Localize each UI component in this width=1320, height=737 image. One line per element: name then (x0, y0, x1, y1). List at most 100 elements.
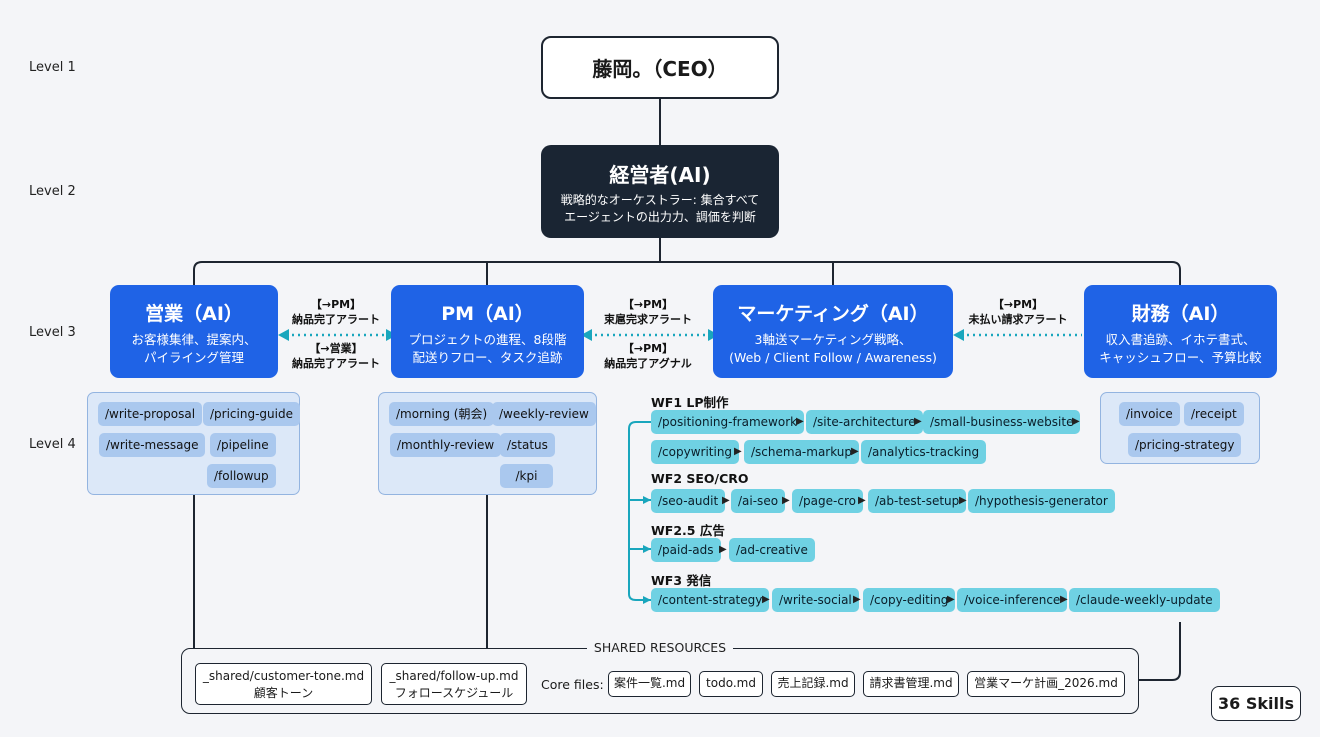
skill-chip[interactable]: /voice-inference (957, 588, 1068, 612)
skill-chip[interactable]: /claude-weekly-update (1069, 588, 1220, 612)
alert-tag: 【→PM】 (310, 298, 362, 311)
finance-skills-panel: /invoice /receipt /pricing-strategy (1100, 392, 1260, 464)
skill-chip[interactable]: /ai-seo (731, 489, 786, 513)
skill-chip[interactable]: /positioning-framework (651, 410, 805, 434)
level-1-label: Level 1 (29, 60, 76, 75)
skill-chip[interactable]: /pricing-guide (203, 402, 300, 426)
core-file[interactable]: 売上記録.md (771, 671, 855, 697)
skill-chip[interactable]: /morning (朝会) (389, 402, 495, 426)
pm-title: PM（AI） (441, 303, 534, 325)
skill-chip[interactable]: /copywriting (651, 440, 740, 464)
executive-title: 経営者(AI) (609, 163, 711, 187)
pm-desc-line1: プロジェクトの進程、8段階 (408, 332, 567, 347)
skill-chip[interactable]: /content-strategy (651, 588, 770, 612)
alert-tag: 【→PM】 (622, 342, 674, 355)
alert-text: 納品完了アラート (292, 357, 380, 370)
marketing-desc-line1: 3軸送マーケティング戦略、 (754, 332, 912, 347)
shared-file-follow-up[interactable]: _shared/follow-up.md フォロースケジュール (381, 663, 527, 705)
ceo-label: 藤岡。（CEO） (592, 57, 728, 81)
shared-file-customer-tone[interactable]: _shared/customer-tone.md 顧客トーン (195, 663, 372, 705)
skill-chip[interactable]: /copy-editing (863, 588, 956, 612)
marketing-desc-line2: (Web / Client Follow / Awareness) (729, 350, 937, 365)
skill-chip[interactable]: /write-message (99, 433, 206, 457)
alert-pm-marketing-top: 【→PM】 束扈完求アラート (594, 297, 702, 327)
sales-title: 営業（AI） (145, 303, 243, 325)
finance-title: 財務（AI） (1131, 303, 1230, 325)
arrow-right-icon: ▶ (782, 495, 790, 506)
skill-chip[interactable]: /page-cro (792, 489, 863, 513)
executive-ai-node: 経営者(AI) 戦略的なオーケストラー: 集合すべて エージェントの出力力、調価… (541, 145, 779, 238)
file-desc: 顧客トーン (253, 686, 314, 700)
finance-desc-line2: キャッシュフロー、予算比較 (1099, 350, 1262, 365)
arrow-right-icon: ▶ (947, 594, 955, 605)
file-desc: フォロースケジュール (394, 686, 514, 700)
skill-chip[interactable]: /followup (207, 464, 276, 488)
alert-sales-pm-bottom: 【→営業】 納品完了アラート (282, 341, 390, 371)
pm-skills-panel: /morning (朝会) /weekly-review /monthly-re… (378, 392, 597, 495)
arrow-right-icon: ▶ (719, 544, 727, 555)
skill-chip[interactable]: /weekly-review (492, 402, 596, 426)
skill-chip[interactable]: /schema-markup (744, 440, 860, 464)
marketing-ai-node: マーケティング（AI） 3軸送マーケティング戦略、 (Web / Client … (713, 285, 953, 378)
skill-chip[interactable]: /kpi (500, 464, 553, 488)
alert-text: 納品完了アラート (292, 313, 380, 326)
skill-chip[interactable]: /hypothesis-generator (968, 489, 1115, 513)
core-file[interactable]: 営業マーケ計画_2026.md (967, 671, 1125, 697)
skill-chip[interactable]: /seo-audit (651, 489, 726, 513)
skill-chip[interactable]: /analytics-tracking (861, 440, 987, 464)
arrow-right-icon: ▶ (1060, 594, 1068, 605)
pm-desc-line2: 配送りフロー、タスク追跡 (412, 350, 563, 365)
workflow-title: WF3 発信 (651, 573, 712, 588)
core-files-label: Core files: (541, 677, 604, 692)
level-3-label: Level 3 (29, 325, 76, 340)
level-2-label: Level 2 (29, 184, 76, 199)
level-4-label: Level 4 (29, 437, 76, 452)
alert-sales-pm-top: 【→PM】 納品完了アラート (282, 297, 390, 327)
skill-chip[interactable]: /status (500, 433, 555, 457)
arrow-right-icon: ▶ (853, 594, 861, 605)
alert-text: 束扈完求アラート (604, 313, 692, 326)
sales-desc-line1: お客様集律、提案内、 (131, 332, 257, 347)
finance-ai-node: 財務（AI） 収入書追跡、イホテ書式、 キャッシュフロー、予算比較 (1084, 285, 1277, 378)
arrow-right-icon: ▶ (1072, 416, 1080, 427)
arrow-right-icon: ▶ (959, 495, 967, 506)
file-name: _shared/customer-tone.md (202, 669, 365, 683)
skill-chip[interactable]: /pipeline (210, 433, 276, 457)
core-file[interactable]: 請求書管理.md (863, 671, 959, 697)
skill-chip[interactable]: /monthly-review (390, 433, 502, 457)
skill-chip[interactable]: /write-proposal (98, 402, 203, 426)
arrow-right-icon: ▶ (734, 446, 742, 457)
file-name: _shared/follow-up.md (389, 669, 519, 683)
alert-marketing-finance: 【→PM】 未払い請求アラート (962, 297, 1074, 327)
skill-chip[interactable]: /pricing-strategy (1128, 433, 1242, 457)
skill-chip[interactable]: /small-business-website (923, 410, 1081, 434)
arrow-right-icon: ▶ (914, 416, 922, 427)
skill-chip[interactable]: /site-architecture (806, 410, 923, 434)
shared-resources-title: SHARED RESOURCES (587, 640, 733, 655)
alert-text: 納品完了アグナル (604, 357, 692, 370)
arrow-right-icon: ▶ (722, 495, 730, 506)
skill-chip[interactable]: /ad-creative (729, 538, 815, 562)
alert-tag: 【→PM】 (622, 298, 674, 311)
skill-chip[interactable]: /invoice (1119, 402, 1180, 426)
ceo-node: 藤岡。（CEO） (541, 36, 779, 99)
skill-chip[interactable]: /write-social (772, 588, 859, 612)
skill-chip[interactable]: /paid-ads (651, 538, 721, 562)
arrow-right-icon: ▶ (762, 594, 770, 605)
sales-ai-node: 営業（AI） お客様集律、提案内、 パイライング管理 (110, 285, 278, 378)
executive-desc-line1: 戦略的なオーケストラー: 集合すべて (560, 193, 760, 207)
skill-chip[interactable]: /receipt (1184, 402, 1244, 426)
workflow-title: WF2.5 広告 (651, 523, 725, 538)
alert-tag: 【→営業】 (309, 342, 363, 355)
alert-tag: 【→PM】 (992, 298, 1044, 311)
skill-chip[interactable]: /ab-test-setup (868, 489, 967, 513)
core-file[interactable]: 案件一覧.md (608, 671, 691, 697)
marketing-title: マーケティング（AI） (737, 303, 929, 325)
alert-text: 未払い請求アラート (968, 313, 1068, 326)
executive-desc-line2: エージェントの出力力、調価を判断 (564, 210, 756, 224)
sales-desc-line2: パイライング管理 (143, 350, 244, 365)
pm-ai-node: PM（AI） プロジェクトの進程、8段階 配送りフロー、タスク追跡 (391, 285, 584, 378)
core-file[interactable]: todo.md (699, 671, 763, 697)
arrow-right-icon: ▶ (851, 446, 859, 457)
